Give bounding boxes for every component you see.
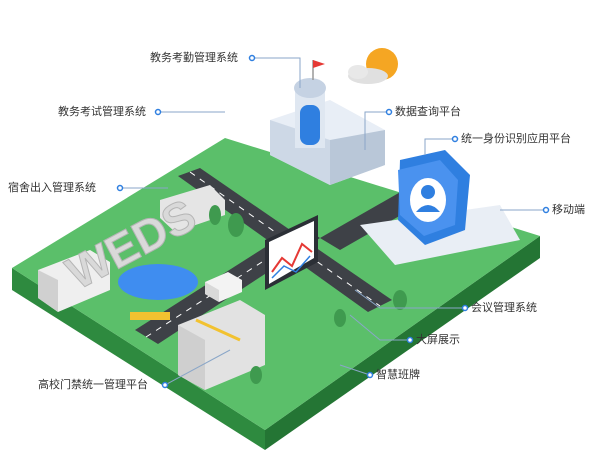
callout-leaders bbox=[120, 57, 546, 386]
island-side-right bbox=[265, 236, 540, 450]
label-exam-system: 教务考试管理系统 bbox=[58, 105, 146, 118]
label-dorm-access-system: 宿舍出入管理系统 bbox=[8, 181, 96, 194]
label-data-query-platform: 数据查询平台 bbox=[395, 105, 461, 118]
label-gate-platform: 高校门禁统一管理平台 bbox=[38, 378, 148, 391]
callout-dots bbox=[116, 54, 550, 389]
dorm-area bbox=[38, 185, 225, 312]
gate-area bbox=[130, 300, 265, 390]
label-mobile: 移动端 bbox=[552, 203, 585, 216]
sun-cloud bbox=[348, 48, 398, 84]
identity-platform bbox=[360, 150, 520, 265]
label-smart-board: 智慧班牌 bbox=[376, 368, 420, 381]
trees bbox=[209, 205, 407, 384]
main-building bbox=[270, 60, 385, 185]
label-meeting-system: 会议管理系统 bbox=[471, 301, 537, 314]
label-identity-platform: 统一身份识别应用平台 bbox=[461, 132, 571, 145]
label-big-screen: 大屏展示 bbox=[416, 333, 460, 346]
pond bbox=[118, 264, 198, 300]
island-side-left bbox=[12, 268, 265, 450]
big-screen bbox=[265, 215, 318, 290]
flag bbox=[313, 60, 325, 68]
label-attendance-system: 教务考勤管理系统 bbox=[150, 51, 238, 64]
car bbox=[205, 272, 242, 302]
road-dashes-1 bbox=[189, 171, 381, 307]
